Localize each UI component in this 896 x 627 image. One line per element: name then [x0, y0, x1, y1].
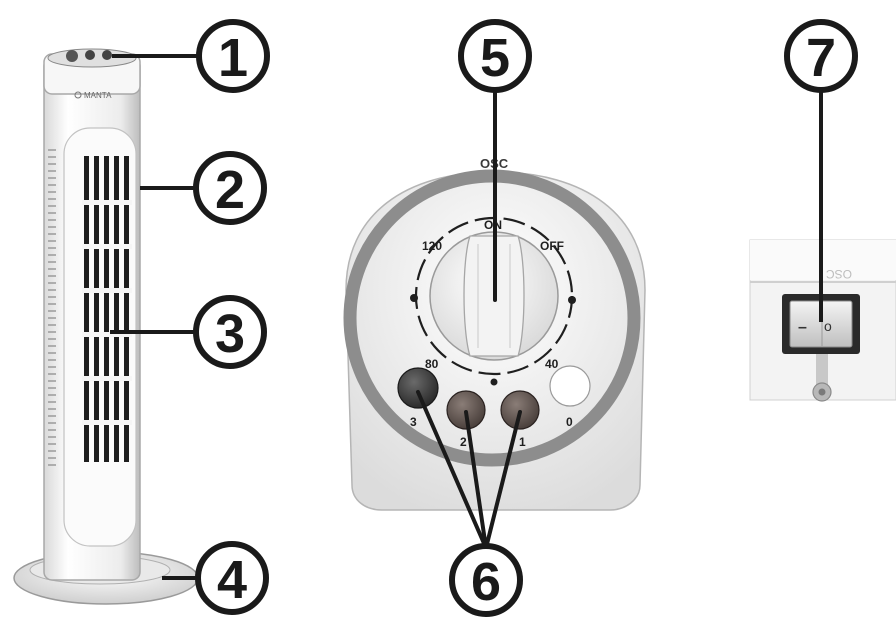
grill-slot	[84, 156, 89, 462]
switch-mirror-text: OSC	[826, 267, 852, 281]
grill-crossbar	[82, 200, 132, 205]
callout-4: 4	[195, 541, 269, 615]
top-knob-left	[66, 50, 78, 62]
callout-number-5: 5	[480, 28, 510, 88]
grill-crossbar	[82, 332, 132, 337]
brand-logo-icon	[74, 91, 82, 99]
scale-dot-left	[410, 294, 418, 302]
panel-gray-ring	[343, 169, 641, 467]
switch-on-symbol: o	[824, 318, 832, 334]
callout-number-6: 6	[471, 552, 501, 612]
callout-number-7: 7	[806, 28, 836, 88]
speed-1-label: 1	[519, 435, 526, 449]
timer-80-label: 80	[425, 357, 439, 371]
callout-badges: 1 2 3 4 5 6 7	[193, 19, 858, 617]
grill-crossbar	[82, 244, 132, 249]
grill-slot	[104, 156, 109, 462]
speed-button-2[interactable]	[446, 390, 486, 430]
speed-0-label: 0	[566, 415, 573, 429]
callout-lines-center	[416, 88, 522, 550]
callout-lines-left	[110, 54, 200, 580]
speed-3-label: 3	[410, 415, 417, 429]
grill-slot	[124, 156, 129, 462]
speed-2-label: 2	[460, 435, 467, 449]
timer-120-label: 120	[422, 239, 442, 253]
callout-number-3: 3	[215, 304, 245, 364]
grill-crossbar	[82, 288, 132, 293]
callout-6: 6	[449, 543, 523, 617]
grill-crossbar	[82, 420, 132, 425]
callout-number-1: 1	[218, 28, 248, 88]
timer-off-label: OFF	[540, 239, 564, 253]
speed-button-3[interactable]	[397, 367, 439, 409]
callout-number-2: 2	[215, 160, 245, 220]
mounting-screw-center	[818, 388, 826, 396]
callout-2: 2	[193, 151, 267, 225]
callout-7: 7	[784, 19, 858, 93]
grill-slot	[94, 156, 99, 462]
speed-button-0[interactable]	[549, 365, 591, 407]
callout-number-4: 4	[217, 550, 247, 610]
top-knob-mid	[85, 50, 95, 60]
speed-button-1[interactable]	[500, 390, 540, 430]
tower-fan: MANTA	[13, 48, 199, 605]
side-vents	[48, 149, 56, 466]
switch-off-symbol: –	[798, 319, 807, 336]
scale-dot-right	[568, 296, 576, 304]
grill-crossbar	[82, 376, 132, 381]
top-knob-right	[102, 50, 112, 60]
scale-dot-bottom	[490, 378, 498, 386]
brand-logo: MANTA	[84, 91, 112, 100]
fan-grill	[82, 156, 132, 462]
callout-1: 1	[196, 19, 270, 93]
timer-40-label: 40	[545, 357, 559, 371]
callout-5: 5	[458, 19, 532, 93]
grill-slot	[114, 156, 119, 462]
callout-3: 3	[193, 295, 267, 369]
